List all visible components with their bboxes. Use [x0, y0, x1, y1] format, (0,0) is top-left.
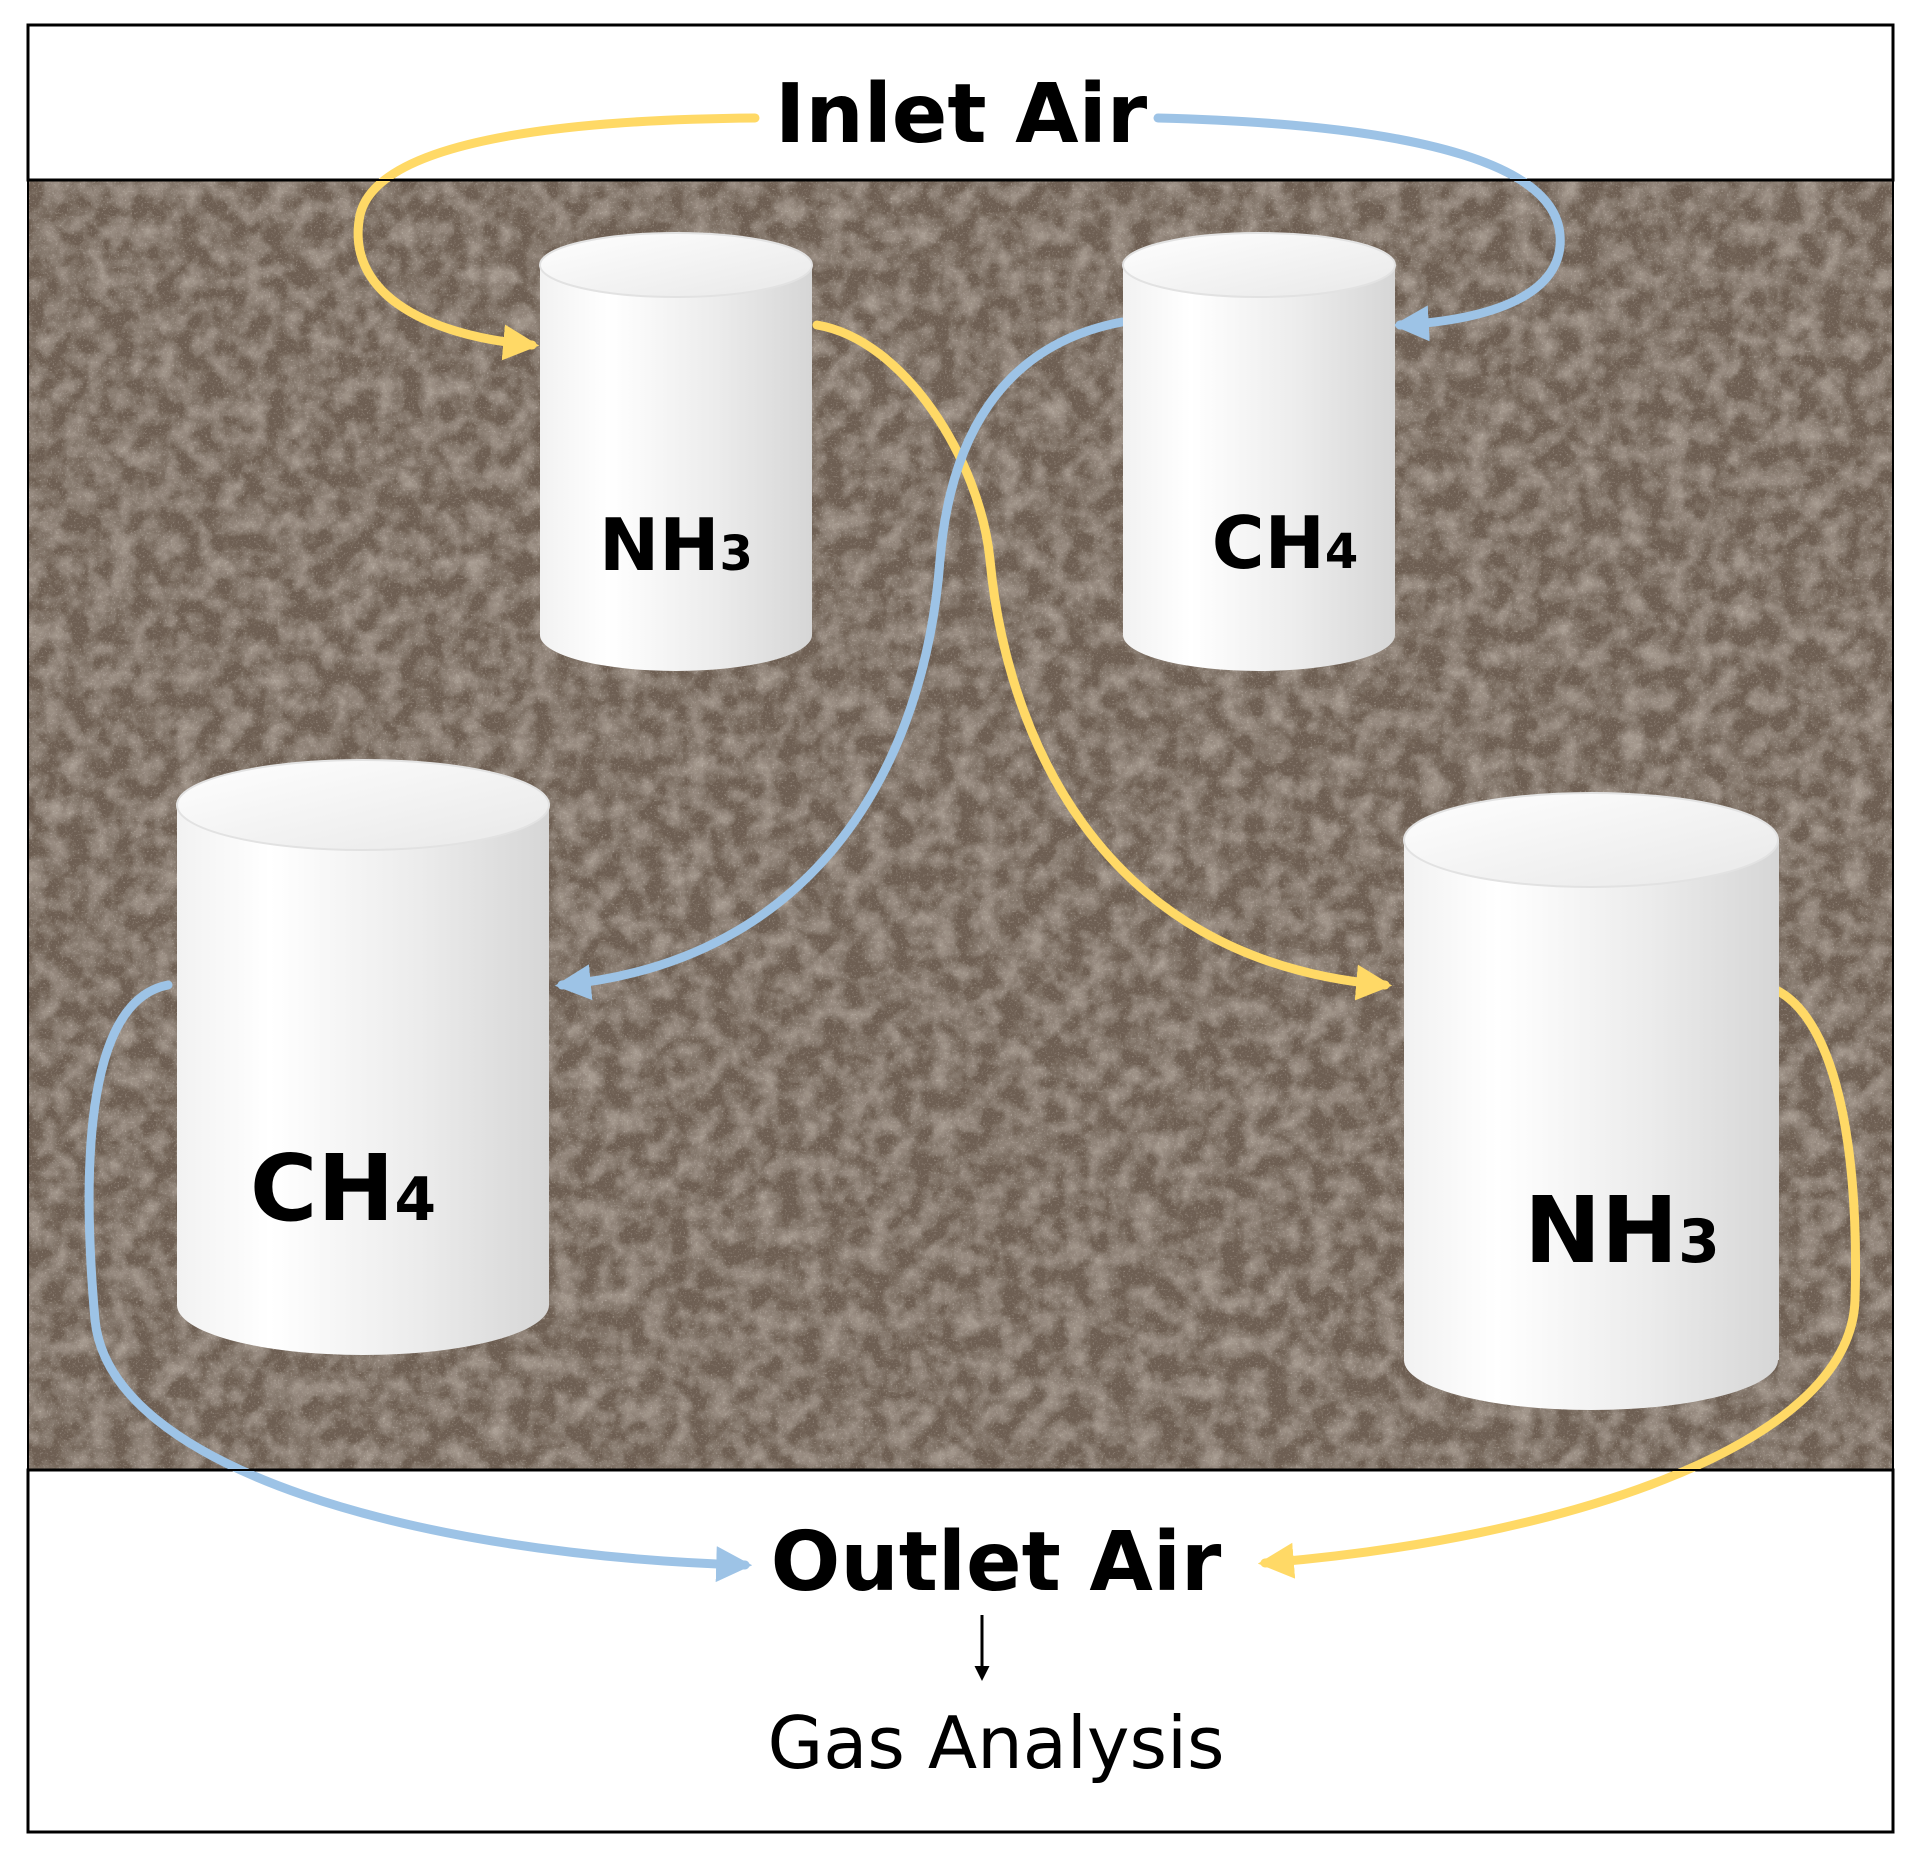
chamber-top-left-label: NH3 [599, 503, 753, 587]
chamber-top-right: CH4 [1122, 232, 1396, 671]
ch4-transfer-arrow [554, 317, 1127, 1001]
inlet-air-label: Inlet Air [775, 67, 1148, 162]
flow-arrows [84, 113, 1860, 1583]
nh3-transfer-arrow [812, 320, 1393, 1001]
chamber-bottom-left-label: CH4 [250, 1135, 436, 1242]
chamber-bottom-left: CH4 [176, 759, 550, 1355]
outlet-air-box: Outlet Air Gas Analysis [26, 1468, 1895, 1834]
ch4-inlet-arrow [1153, 113, 1565, 342]
nh3-inlet-arrow [353, 113, 760, 361]
gas-analysis-label: Gas Analysis [768, 1701, 1225, 1785]
nh3-outlet-arrow [1257, 980, 1860, 1579]
chamber-top-left: NH3 [539, 232, 813, 671]
inlet-air-box: Inlet Air [26, 23, 1895, 182]
outlet-air-label: Outlet Air [771, 1515, 1222, 1610]
chamber-bottom-right: NH3 [1403, 792, 1779, 1410]
ch4-outlet-arrow [84, 980, 753, 1583]
chamber-bottom-right-label: NH3 [1524, 1177, 1720, 1284]
soil-frame [27, 179, 1894, 1471]
chamber-top-right-label: CH4 [1212, 501, 1359, 585]
